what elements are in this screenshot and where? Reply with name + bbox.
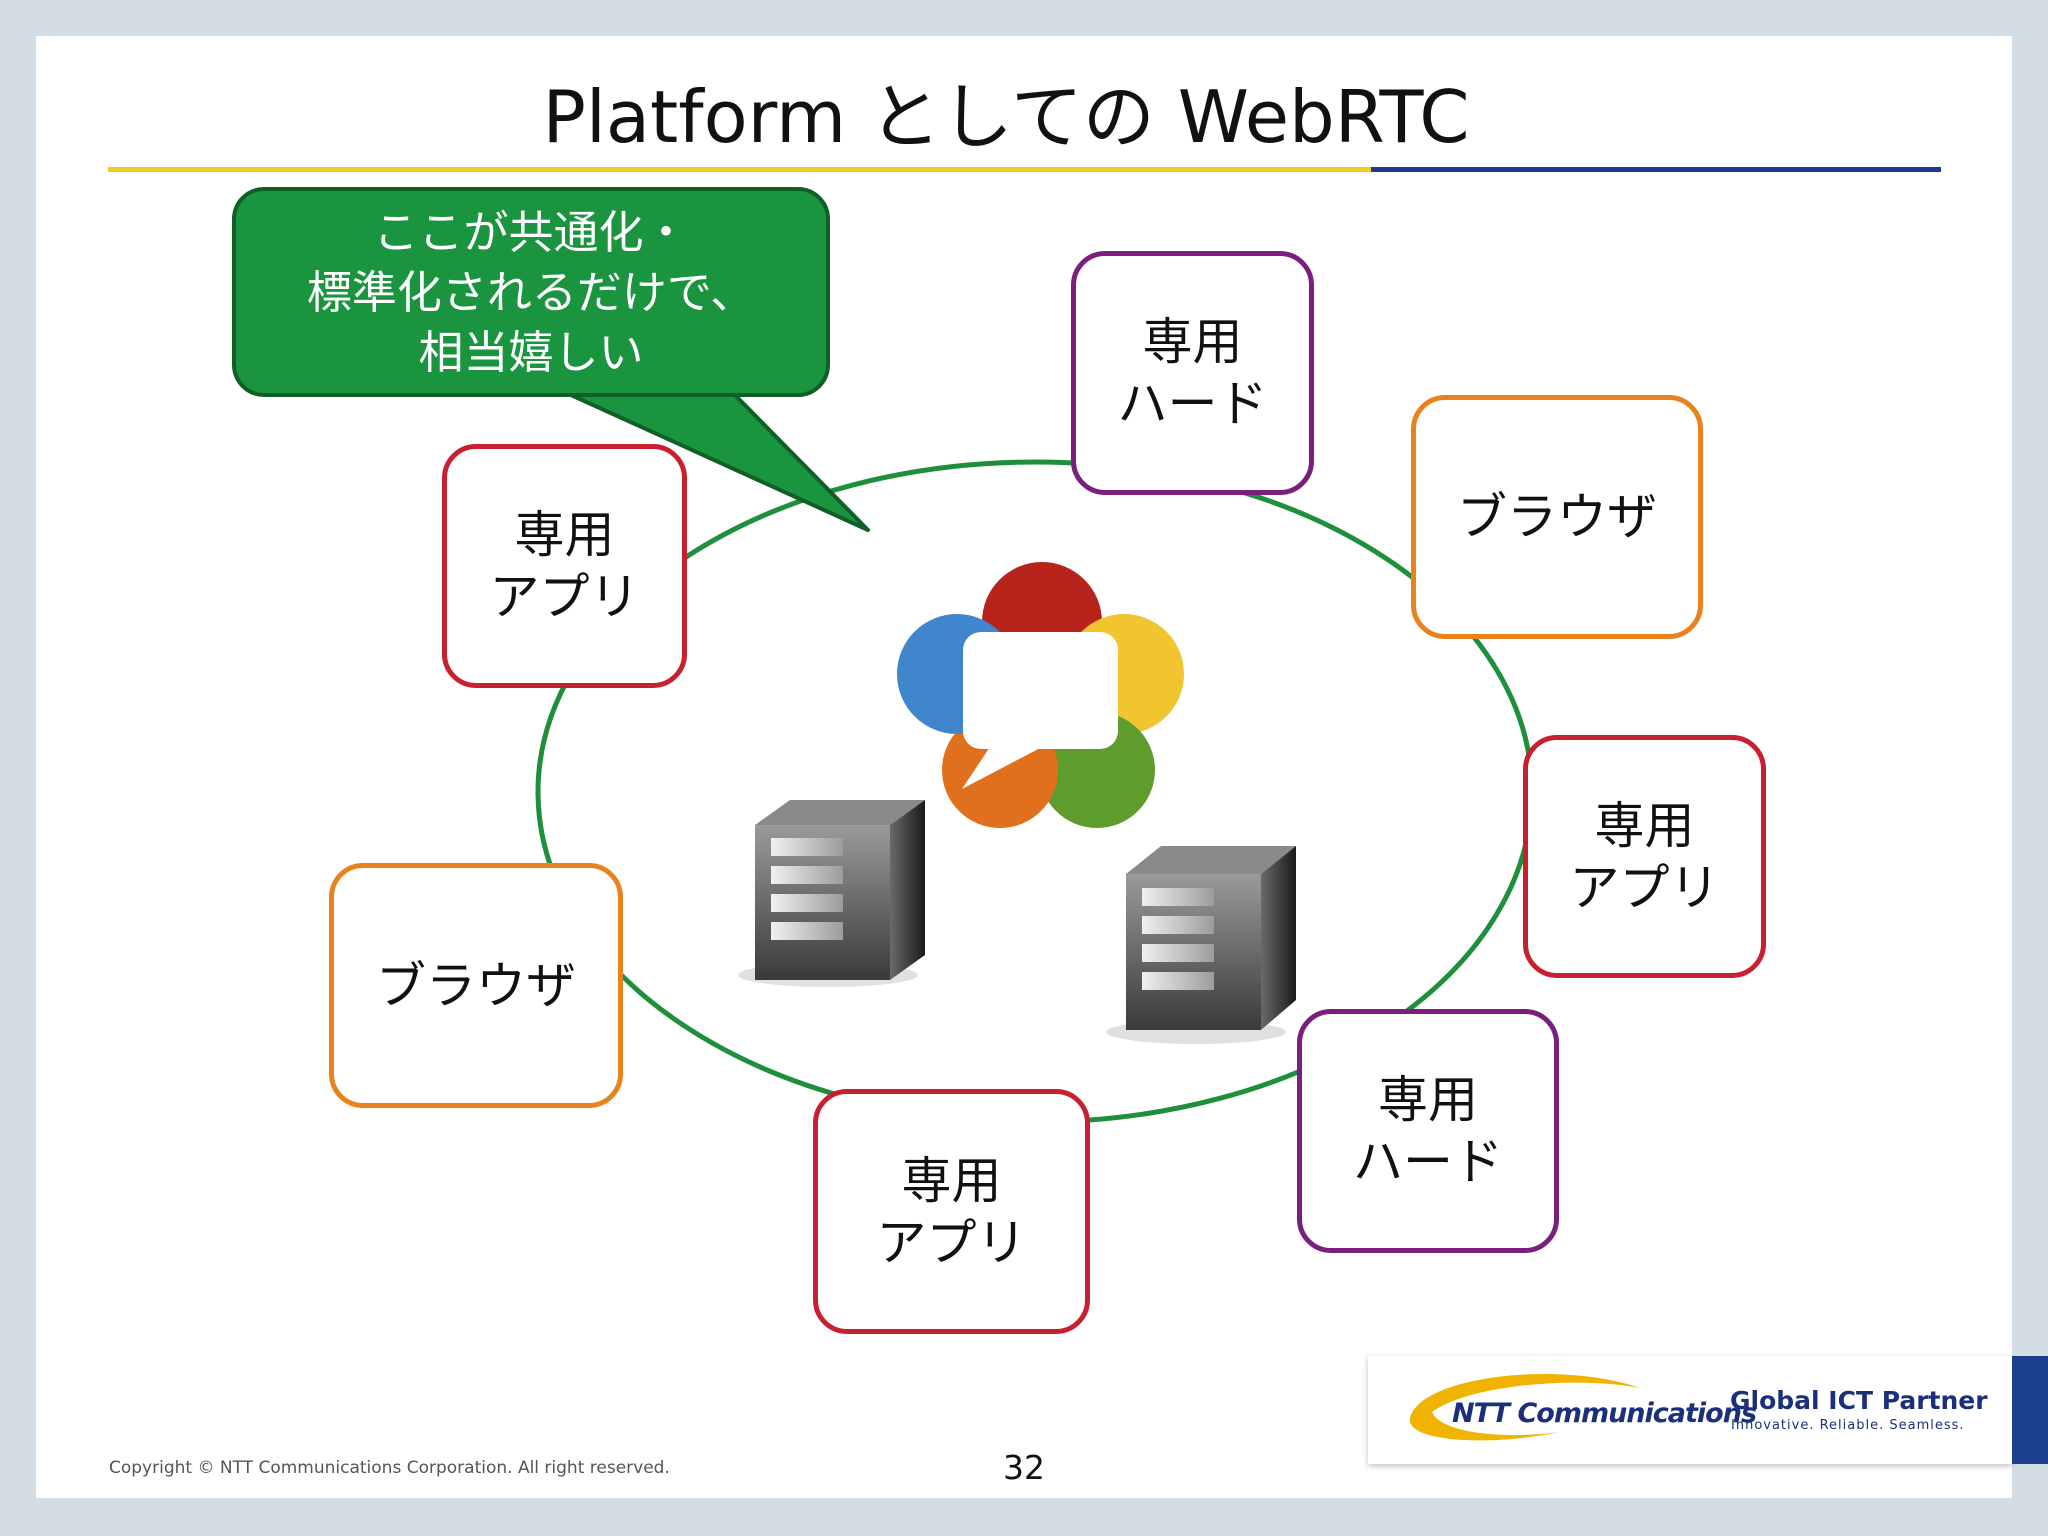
node-label: 専用	[514, 506, 615, 564]
node-label: ブラウザ	[376, 956, 576, 1015]
callout-bubble: ここが共通化・ 標準化されるだけで、 相当嬉しい	[232, 187, 830, 397]
node-dedicated-app-bottom: 専用 アプリ	[813, 1089, 1090, 1334]
title-rule-blue	[1371, 167, 1941, 172]
node-dedicated-app-left: 専用 アプリ	[442, 444, 687, 688]
title-rule-yellow	[108, 167, 1371, 172]
node-label: アプリ	[489, 568, 640, 626]
node-dedicated-hardware-bottom: 専用 ハード	[1297, 1009, 1559, 1253]
node-label: アプリ	[876, 1213, 1027, 1272]
node-label: ブラウザ	[1457, 488, 1657, 546]
node-label: 専用	[1378, 1071, 1478, 1129]
node-dedicated-hardware-top: 専用 ハード	[1071, 251, 1314, 495]
node-browser-top-right: ブラウザ	[1411, 395, 1703, 639]
callout-line: 相当嬉しい	[418, 326, 644, 379]
callout-line: 標準化されるだけで、	[306, 266, 756, 319]
node-label: ハード	[1117, 375, 1268, 433]
partner-text: Global ICT Partner	[1730, 1386, 1988, 1415]
node-label: ハード	[1353, 1133, 1503, 1191]
slide-title: Platform としての WebRTC	[542, 75, 1470, 159]
node-dedicated-app-right: 専用 アプリ	[1523, 735, 1766, 978]
node-label: 専用	[1594, 796, 1695, 855]
node-label: 専用	[1142, 313, 1243, 371]
copyright-text: Copyright © NTT Communications Corporati…	[109, 1458, 670, 1478]
node-browser-left: ブラウザ	[329, 863, 623, 1108]
callout-line: ここが共通化・	[373, 206, 689, 259]
brand-name: NTT Communications	[1452, 1398, 1757, 1429]
webrtc-logo-icon	[897, 562, 1184, 828]
node-label: アプリ	[1569, 858, 1720, 917]
brand-strip	[2012, 1356, 2048, 1464]
tagline-text: Innovative. Reliable. Seamless.	[1731, 1418, 1965, 1433]
node-label: 専用	[901, 1151, 1002, 1210]
server-right-icon	[1106, 846, 1296, 1044]
server-left-icon	[738, 800, 925, 987]
page-number: 32	[1003, 1448, 1045, 1487]
